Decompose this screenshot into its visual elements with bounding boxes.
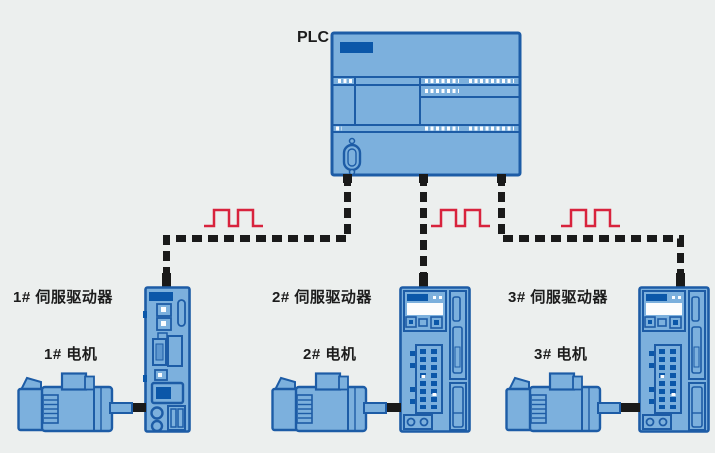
plc-db9-port-icon bbox=[342, 137, 362, 176]
motor-1-label: 1# 电机 bbox=[44, 346, 98, 363]
plc-graphic bbox=[330, 31, 522, 183]
plc-terminal-leds bbox=[336, 79, 514, 131]
plc-brand-plate bbox=[340, 42, 373, 53]
pulse-signal-icon-1 bbox=[202, 208, 265, 228]
motor-1-graphic bbox=[17, 372, 134, 433]
motor-3-label: 3# 电机 bbox=[534, 346, 588, 363]
pulse-signal-icon-2 bbox=[429, 208, 492, 228]
servo-drive-1-graphic bbox=[141, 286, 191, 433]
servo-drive-2-graphic bbox=[401, 288, 470, 432]
motor-2-graphic bbox=[271, 372, 388, 433]
plc-drive1-cable bbox=[163, 176, 351, 274]
plc-drive3-cable bbox=[498, 176, 684, 274]
pulse-signal-icon-3 bbox=[559, 208, 622, 228]
drive-2-label: 2# 伺服驱动器 bbox=[272, 289, 372, 306]
drive-1-label: 1# 伺服驱动器 bbox=[13, 289, 113, 306]
motor-2-label: 2# 电机 bbox=[303, 346, 357, 363]
plc-label: PLC bbox=[297, 29, 329, 46]
motor-3-graphic bbox=[505, 372, 622, 433]
drive-3-label: 3# 伺服驱动器 bbox=[508, 289, 608, 306]
servo-drive-3-graphic bbox=[640, 288, 709, 432]
